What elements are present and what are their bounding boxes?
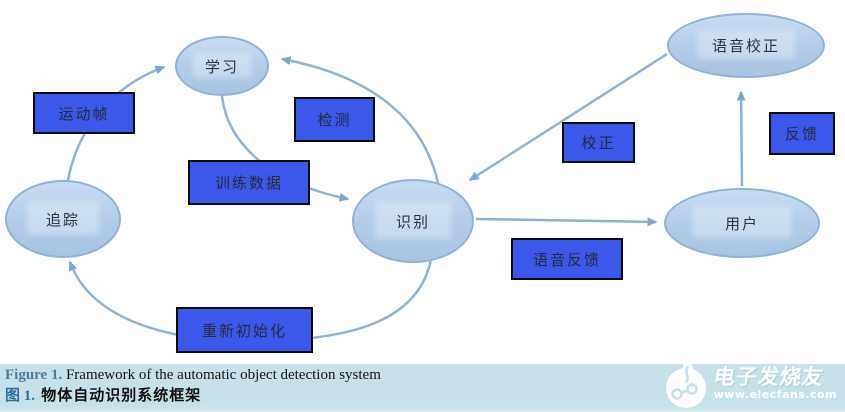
node-tracking-label: 追踪 <box>45 210 80 229</box>
watermark-brand: 电子发烧友 <box>711 364 826 389</box>
box-motion-frame-label: 运动帧 <box>58 104 110 123</box>
box-correction: 校正 <box>562 122 635 163</box>
caption-chinese: 图 1. 物体自动识别系统框架 <box>5 385 845 406</box>
box-speech-feedback-label: 语音反馈 <box>532 250 601 269</box>
caption-figure-number-en: Figure 1. <box>5 367 63 383</box>
caption-english: Figure 1. Framework of the automatic obj… <box>5 366 845 385</box>
box-training-data: 训练数据 <box>188 160 310 205</box>
elecfans-logo-icon <box>665 358 706 408</box>
box-reinitialization: 重新初始化 <box>176 307 313 353</box>
node-highlight <box>693 207 791 238</box>
node-speech-correction-label: 语音校正 <box>711 37 780 55</box>
box-training-data-label: 训练数据 <box>214 174 283 192</box>
arrow-recognition-to-user <box>475 217 658 227</box>
box-detection: 检测 <box>294 97 375 142</box>
caption-figure-number-zh: 图 1. <box>5 388 36 404</box>
caption-text-en: Framework of the automatic object detect… <box>62 367 381 383</box>
node-user: 用户 <box>664 188 820 258</box>
node-user-label: 用户 <box>724 214 759 233</box>
node-highlight <box>27 201 99 236</box>
arrow-user-to-speech-correction <box>736 90 746 187</box>
box-speech-feedback: 语音反馈 <box>511 238 623 280</box>
watermark-url: www.elecfans.com <box>713 387 837 401</box>
node-highlight <box>375 201 451 239</box>
watermark-text: 电子发烧友 www.elecfans.com <box>711 364 837 401</box>
watermark: 电子发烧友 www.elecfans.com <box>663 356 837 410</box>
box-feedback-label: 反馈 <box>784 125 819 143</box>
node-recognition-label: 识别 <box>395 212 430 231</box>
box-feedback: 反馈 <box>769 112 835 155</box>
node-recognition: 识别 <box>352 179 474 263</box>
box-correction-label: 校正 <box>581 134 616 152</box>
node-learning: 学习 <box>175 36 269 96</box>
node-speech-correction: 语音校正 <box>667 13 825 78</box>
arrow-learning-to-recognition <box>220 95 350 202</box>
caption-text-zh: 物体自动识别系统框架 <box>35 386 202 404</box>
box-motion-frame: 运动帧 <box>33 92 135 134</box>
box-reinitialization-label: 重新初始化 <box>201 321 287 340</box>
arrow-speech-correction-to-recognition <box>468 52 668 182</box>
box-detection-label: 检测 <box>317 111 352 129</box>
node-learning-label: 学习 <box>204 57 239 76</box>
arrow-recognition-to-learning <box>280 56 440 184</box>
node-highlight <box>696 30 796 59</box>
node-tracking: 追踪 <box>5 180 121 258</box>
node-highlight <box>193 52 251 79</box>
